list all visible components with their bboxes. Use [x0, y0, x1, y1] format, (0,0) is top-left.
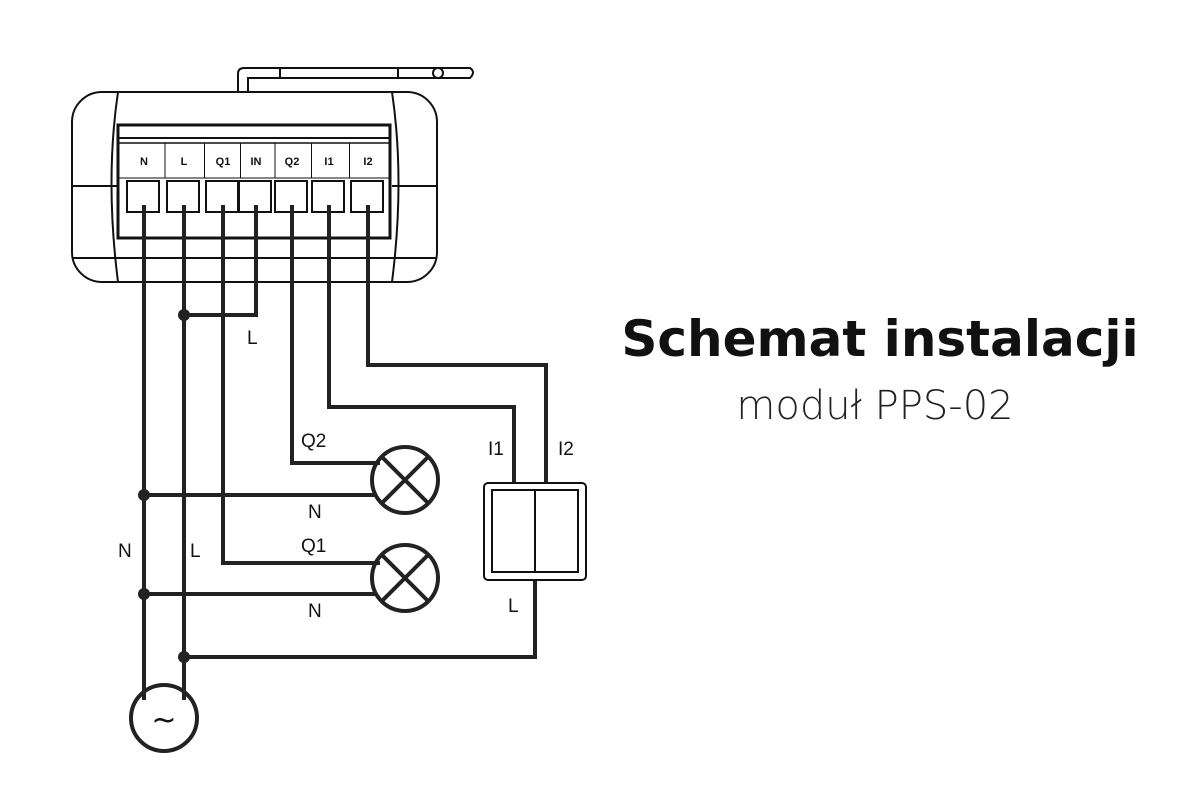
lamp-q2 — [370, 445, 440, 515]
antenna — [237, 67, 474, 92]
terminal-label: N — [140, 156, 148, 168]
label-n1: N — [308, 502, 322, 523]
label-q1: Q1 — [301, 536, 326, 557]
page-subtitle: moduł PPS-02 — [736, 383, 1014, 429]
ac-source: ~ — [129, 683, 199, 753]
label-q2: Q2 — [301, 431, 326, 452]
module-pps-02 — [71, 67, 474, 283]
label-l-main: L — [190, 541, 201, 562]
terminal-label: I2 — [363, 156, 372, 168]
label-l-switch: L — [508, 596, 519, 617]
label-n2: N — [308, 601, 322, 622]
label-l-in: L — [247, 328, 258, 349]
wires — [138, 205, 548, 700]
terminal-label: I1 — [324, 156, 333, 168]
terminal-label: Q1 — [216, 156, 231, 168]
lamp-q1 — [370, 543, 440, 613]
terminal-label: L — [181, 156, 188, 168]
page-title: Schemat instalacji — [621, 310, 1139, 368]
terminal-label: IN — [251, 156, 262, 168]
double-switch — [483, 482, 587, 581]
label-i1: I1 — [488, 439, 504, 460]
label-n-main: N — [118, 541, 132, 562]
label-i2: I2 — [558, 439, 574, 460]
terminal-label: Q2 — [285, 156, 300, 168]
svg-text:~: ~ — [151, 703, 176, 738]
